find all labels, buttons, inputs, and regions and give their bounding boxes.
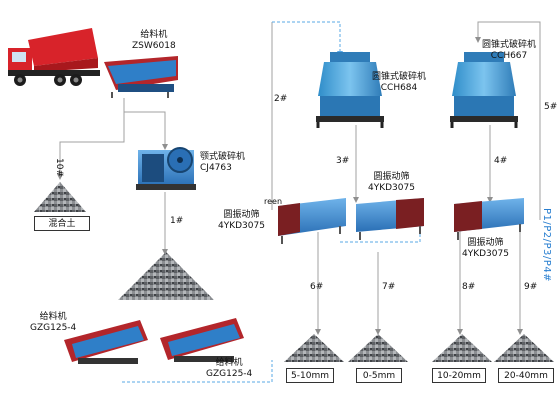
jaw-crusher (136, 147, 196, 190)
route-7: 7# (382, 282, 396, 292)
cone-crusher-1-label: 圆锥式破碎机 CCH684 (372, 72, 427, 93)
route-4: 4# (494, 156, 508, 166)
feeder-top-label: 给料机 ZSW6018 (132, 30, 176, 51)
feeder-bottom-right-label: 给料机 GZG125-4 (206, 358, 253, 379)
screen-right-label: 圆振动筛 4YKD3075 (462, 238, 509, 259)
dashed-lines (122, 21, 421, 383)
feeder-top (104, 56, 178, 98)
product-p2: 0-5mm (356, 368, 402, 383)
rock-pile-p4 (494, 334, 554, 362)
jaw-crusher-label: 颚式破碎机 CJ4763 (200, 152, 246, 173)
screen-outputs-label: P1/P2/P3/P4# (541, 208, 552, 283)
screen-middle (356, 198, 424, 240)
route-5: 5# (544, 102, 558, 112)
rock-pile-mixed (34, 182, 86, 212)
route-3: 3# (336, 156, 350, 166)
screen-left (278, 198, 346, 244)
product-mixed-soil: 混合土 (34, 216, 90, 231)
route-9: 9# (524, 282, 538, 292)
route-2: 2# (274, 94, 288, 104)
cone-crusher-2 (450, 52, 518, 128)
cone-crusher-1 (316, 52, 384, 128)
rock-pile-p2 (348, 334, 408, 362)
dump-truck (8, 28, 100, 86)
rock-pile-p1 (284, 334, 344, 362)
screen-right (454, 198, 524, 240)
feeder-bottom-left-label: 给料机 GZG125-4 (30, 312, 77, 333)
feeder-bottom-left (64, 320, 148, 364)
product-p3: 10-20mm (432, 368, 486, 383)
product-p1: 5-10mm (286, 368, 334, 383)
route-10: 10# (54, 158, 64, 177)
cone-crusher-2-label: 圆锥式破碎机 CCH667 (482, 40, 537, 61)
flow-lines (59, 21, 541, 330)
route-1: 1# (170, 216, 184, 226)
rock-pile-main (118, 252, 214, 300)
screen-left-label: 圆振动筛 4YKD3075 (218, 210, 265, 231)
feeder-bottom-right (160, 318, 244, 362)
screen-middle-label: 圆振动筛 4YKD3075 (368, 172, 415, 193)
product-p4: 20-40mm (498, 368, 554, 383)
partial-screen-text: reen (264, 197, 283, 206)
route-8: 8# (462, 282, 476, 292)
route-6: 6# (310, 282, 324, 292)
rock-pile-p3 (432, 334, 492, 362)
